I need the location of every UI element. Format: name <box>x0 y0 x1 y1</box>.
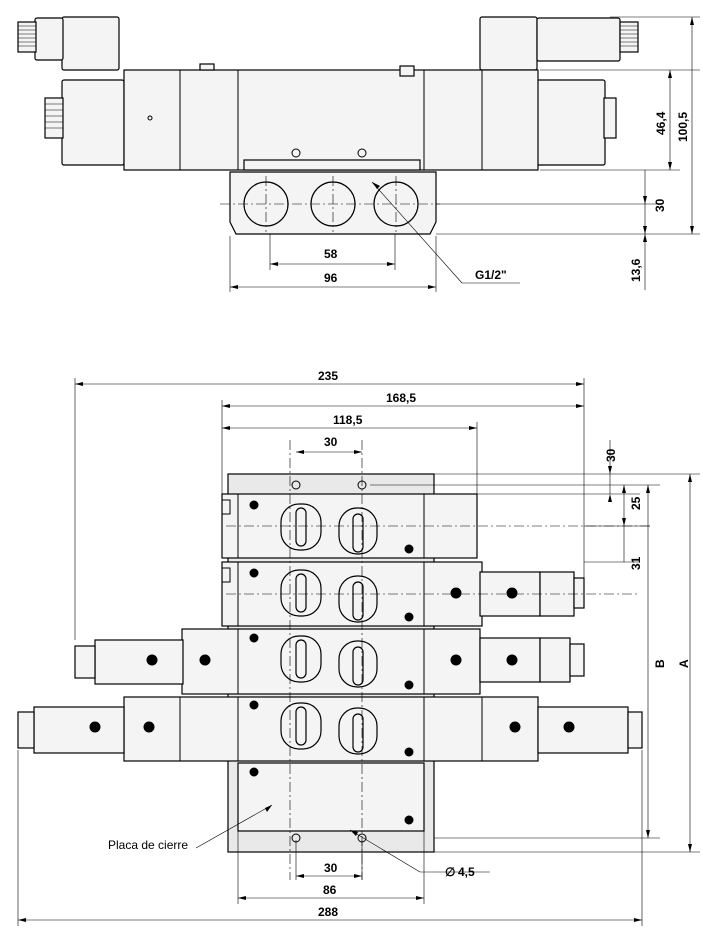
end-plate <box>237 762 425 832</box>
manifold-view: 235 168,5 118,5 30 <box>17 369 700 926</box>
dim-13-6: 13,6 <box>629 258 643 282</box>
dim-86: 86 <box>323 883 337 897</box>
port-thread-label: G1/2" <box>475 268 507 282</box>
dim-30-top-view: 30 <box>653 198 667 212</box>
valve-body-top <box>123 69 539 171</box>
dim-30-holes-bottom: 30 <box>324 861 338 875</box>
dim-25: 25 <box>629 496 643 510</box>
valve-station-3 <box>74 628 585 695</box>
top-view-dimensions: 58 96 G1/2" 46,4 100,5 <box>229 16 700 292</box>
dim-30-right: 30 <box>604 448 618 462</box>
dim-118-5: 118,5 <box>333 413 363 427</box>
hole-diameter-symbol: ∅ <box>445 865 455 879</box>
dim-288: 288 <box>318 905 338 919</box>
end-plate-label: Placa de cierre <box>108 838 188 852</box>
manifold-dimensions: 235 168,5 118,5 30 <box>17 369 700 926</box>
dim-30-holes-top: 30 <box>324 435 338 449</box>
dim-A: A <box>677 659 691 668</box>
left-solenoid-top <box>17 16 125 166</box>
dim-58: 58 <box>324 247 338 261</box>
dim-96: 96 <box>324 271 338 285</box>
dim-B: B <box>653 659 667 668</box>
right-solenoid-top <box>479 16 639 166</box>
top-view: 58 96 G1/2" 46,4 100,5 <box>17 16 700 292</box>
dim-168-5: 168,5 <box>386 391 416 405</box>
dim-46-4: 46,4 <box>654 111 668 135</box>
dim-hole-diameter: 4,5 <box>458 865 475 879</box>
valve-station-4 <box>17 696 643 762</box>
dim-235: 235 <box>318 369 338 383</box>
dim-31: 31 <box>629 556 643 570</box>
dim-100-5: 100,5 <box>676 112 690 142</box>
